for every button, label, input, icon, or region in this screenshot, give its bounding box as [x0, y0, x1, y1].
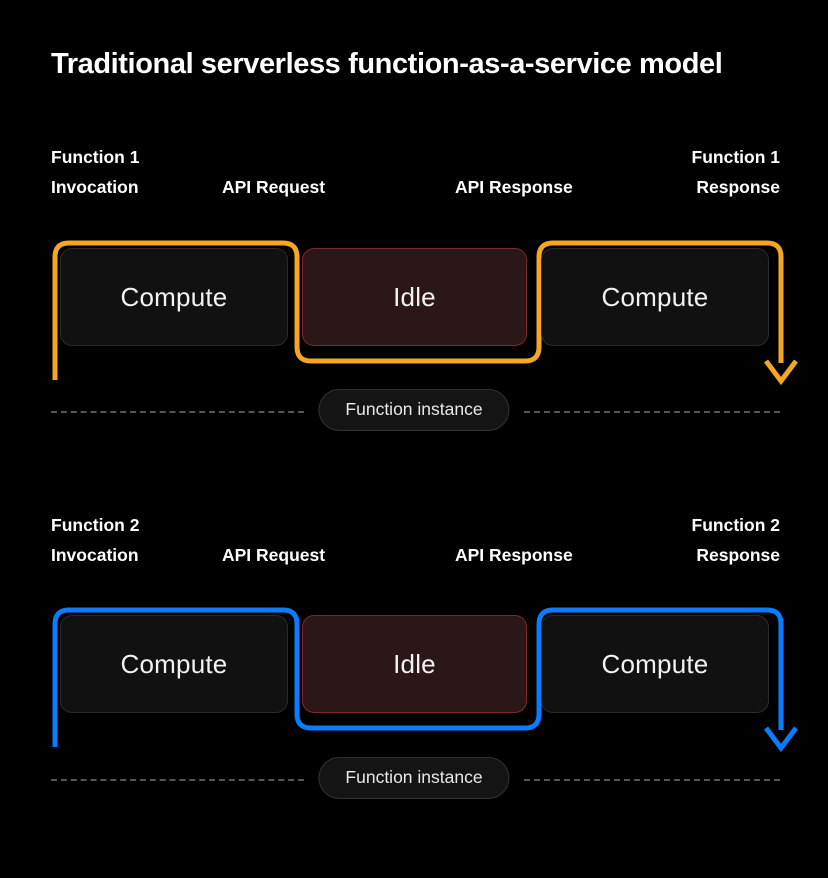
label-response-line2: Response — [696, 177, 780, 197]
label-function-2-api-request: API Request — [222, 545, 326, 565]
box-label: Compute — [601, 648, 709, 679]
box-label: Compute — [120, 648, 228, 679]
label-function-2-invocation: Function 2 Invocation — [51, 510, 139, 570]
connector-path-function-1 — [52, 240, 798, 386]
label-function-1-api-response: API Response — [455, 177, 573, 197]
label-response-line2: Response — [696, 545, 780, 565]
instance-divider-1: Function instance — [0, 389, 828, 435]
labels-function-1: Function 1 Invocation API Request API Re… — [0, 142, 828, 202]
instance-divider-2: Function instance — [0, 757, 828, 803]
connector-path-function-2 — [52, 607, 798, 753]
box-compute-2b: Compute — [541, 615, 769, 713]
label-function-1-api-request: API Request — [222, 177, 326, 197]
box-label: Compute — [120, 281, 228, 312]
label-response-line1: Function 1 — [691, 147, 780, 167]
box-label: Idle — [393, 648, 436, 679]
label-function-1-response: Function 1 Response — [692, 142, 780, 202]
label-invocation-line2: Invocation — [51, 177, 139, 197]
box-label: Compute — [601, 281, 709, 312]
label-function-1-invocation: Function 1 Invocation — [51, 142, 139, 202]
label-function-2-response: Function 2 Response — [692, 510, 780, 570]
box-label: Idle — [393, 281, 436, 312]
box-compute-1a: Compute — [60, 248, 288, 346]
labels-function-2: Function 2 Invocation API Request API Re… — [0, 510, 828, 570]
divider-dash-left — [51, 411, 304, 413]
flow-function-1: Compute Idle Compute — [0, 235, 828, 390]
label-invocation-line1: Function 2 — [51, 515, 140, 535]
divider-dash-left — [51, 779, 304, 781]
label-invocation-line2: Invocation — [51, 545, 139, 565]
label-invocation-line1: Function 1 — [51, 147, 140, 167]
box-compute-1b: Compute — [541, 248, 769, 346]
label-function-2-api-response: API Response — [455, 545, 573, 565]
page-title: Traditional serverless function-as-a-ser… — [51, 48, 723, 80]
box-idle-1: Idle — [302, 248, 527, 346]
box-compute-2a: Compute — [60, 615, 288, 713]
function-instance-pill-2: Function instance — [318, 757, 510, 799]
label-response-line1: Function 2 — [691, 515, 780, 535]
flow-function-2: Compute Idle Compute — [0, 602, 828, 757]
divider-dash-right — [524, 779, 780, 781]
box-idle-2: Idle — [302, 615, 527, 713]
divider-dash-right — [524, 411, 780, 413]
function-instance-pill-1: Function instance — [318, 389, 510, 431]
